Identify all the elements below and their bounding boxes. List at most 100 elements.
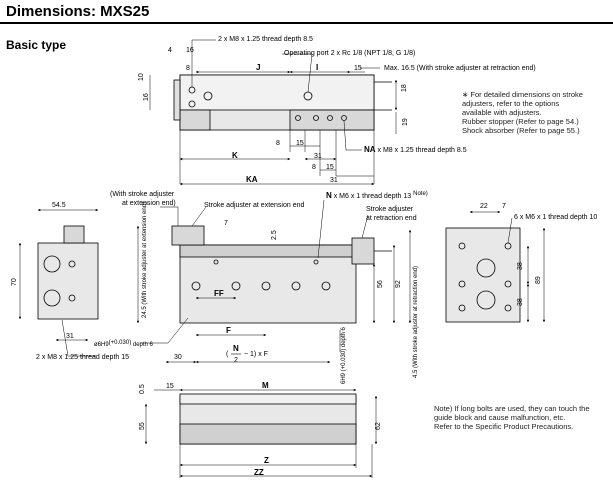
side-view-port-2: [476, 290, 496, 310]
na-label: NA: [364, 145, 376, 154]
formula-n: N: [233, 344, 239, 353]
dim-7: 7: [224, 220, 228, 227]
top-max-callout: Max. 16.5 (With stroke adjuster at retra…: [384, 65, 536, 72]
end-view-hole-2: [68, 294, 76, 302]
formula-2: 2: [234, 357, 238, 364]
dim-38b: 38: [517, 298, 524, 306]
top-thread-hole-2: [188, 100, 196, 108]
pin-tol: (+0.030): [109, 340, 132, 346]
header-rule: [0, 22, 613, 24]
dim-16a: 16: [186, 47, 194, 54]
top-view: [149, 39, 398, 186]
page-title: Dimensions: MXS25: [6, 3, 150, 20]
bolts-note-line: Note) If long bolts are used, they can t…: [434, 404, 590, 413]
dim-70: 70: [11, 278, 18, 286]
dim-55: 55: [139, 422, 146, 430]
options-note: ∗ For detailed dimensions on stroke adju…: [462, 90, 612, 135]
adjuster-ext-label: Stroke adjuster at extension end: [204, 202, 305, 209]
top-view-labels: 2 x M8 x 1.25 thread depth 8.5 Operating…: [138, 36, 536, 184]
dim-0-5: 0.5: [139, 384, 146, 394]
front-hole-3: [261, 281, 271, 291]
dim-7-side: 7: [502, 203, 506, 210]
dim-10: 10: [138, 73, 145, 81]
end-view-port-2: [43, 289, 61, 307]
page-header: Dimensions: MXS25: [0, 0, 613, 24]
dim-8b: 8: [276, 140, 280, 147]
front-view-labels: (With stroke adjuster at extension end) …: [11, 191, 428, 384]
end-view-port-1: [43, 255, 61, 273]
svg-text:NA x M8 x 1.25 thread depth 8.: NA x M8 x 1.25 thread depth 8.5: [364, 145, 467, 154]
top-port-callout: Operating port 2 x Rc 1/8 (NPT 1/8, G 1/…: [284, 50, 415, 57]
na-callout: x M8 x 1.25 thread depth 8.5: [376, 147, 467, 154]
bottom-view-guide: [179, 423, 357, 445]
dim-2-5: 2.5: [271, 230, 278, 240]
front-small-hole-1: [213, 259, 219, 265]
side-callout: 6 x M6 x 1 thread depth 10: [514, 214, 597, 221]
top-hole-d: [341, 115, 347, 121]
front-hole-4: [291, 281, 301, 291]
dim-92: 92: [395, 280, 402, 288]
dim-19: 19: [402, 118, 409, 126]
formula-rest: − 1) x F: [244, 351, 268, 358]
n-note-sup: Note): [413, 191, 428, 197]
front-view-rail: [179, 244, 357, 258]
side-view-body: [445, 227, 521, 323]
dim-30: 30: [174, 354, 182, 361]
dim-15c: 15: [326, 164, 334, 171]
dim-62: 62: [375, 422, 382, 430]
dim-15-bottom: 15: [166, 383, 174, 390]
top-hole-a: [295, 115, 301, 121]
with-adj-ext-2: at extension end): [122, 200, 176, 207]
front-adjuster-ret: [351, 237, 375, 265]
side-view-hole-5: [504, 280, 512, 288]
top-hole-c: [327, 115, 333, 121]
side-view-hole-6: [504, 304, 512, 312]
bolts-note-line: Refer to the Specific Product Precaution…: [434, 422, 574, 431]
dim-15b: 15: [296, 140, 304, 147]
ext-adj-vert: 24.5 (With stroke adjuster at extension …: [142, 202, 148, 318]
dim-8a: 8: [186, 65, 190, 72]
side-view-hole-1: [458, 242, 466, 250]
dim-I: I: [316, 63, 318, 72]
top-port-1: [203, 91, 213, 101]
front-adjuster-ext: [171, 225, 205, 246]
options-note-line: available with adjusters.: [462, 108, 542, 117]
n-callout: x M6 x 1 thread depth 13: [332, 193, 411, 200]
dim-ZZ: ZZ: [254, 468, 264, 477]
dim-56: 56: [377, 280, 384, 288]
dim-54-5: 54.5: [52, 202, 66, 209]
ret-adj-vert: 4.5 (With stroke adjuster at retraction …: [413, 266, 419, 378]
front-small-hole-2: [313, 259, 319, 265]
dim-15a: 15: [354, 65, 362, 72]
bottom-view: [144, 388, 378, 478]
n-label: N: [326, 191, 332, 200]
dim-F: F: [226, 326, 231, 335]
dim-K: K: [232, 151, 238, 160]
front-hole-2: [231, 281, 241, 291]
dim-18: 18: [401, 84, 408, 92]
side-view-hole-3: [458, 304, 466, 312]
dim-J: J: [256, 63, 260, 72]
formula-open: (: [226, 351, 229, 358]
bottom-view-table: [179, 393, 357, 405]
front-hole-5: [321, 281, 331, 291]
thread-bottom-callout: 2 x M8 x 1.25 thread depth 15: [36, 354, 129, 361]
bottom-view-labels: 0.5 15 M 55 62 Z ZZ: [139, 381, 382, 477]
top-view-rear-stub: [173, 79, 181, 121]
with-adj-ext-1: (With stroke adjuster: [110, 191, 175, 198]
depth6-callout: 6H9 (+0.030) depth 6: [341, 326, 347, 384]
dim-KA: KA: [246, 175, 258, 184]
side-view: [445, 210, 546, 323]
pin-callout: ø6H9: [94, 342, 109, 348]
side-view-port-1: [476, 258, 496, 278]
dim-89: 89: [535, 276, 542, 284]
dim-31a: 31: [314, 153, 322, 160]
side-view-labels: 22 7 6 x M6 x 1 thread depth 10 38 38 89: [480, 203, 597, 306]
dim-M: M: [262, 381, 269, 390]
dim-31c: 31: [66, 333, 74, 340]
options-note-line: Shock absorber (Refer to page 55.): [462, 126, 580, 135]
front-hole-1: [191, 281, 201, 291]
svg-text:N x M6 x 1 thread depth 13: N x M6 x 1 thread depth 13 Note): [326, 191, 428, 200]
top-view-end-block: [179, 109, 211, 131]
options-note-line: adjusters, refer to the options: [462, 99, 560, 108]
